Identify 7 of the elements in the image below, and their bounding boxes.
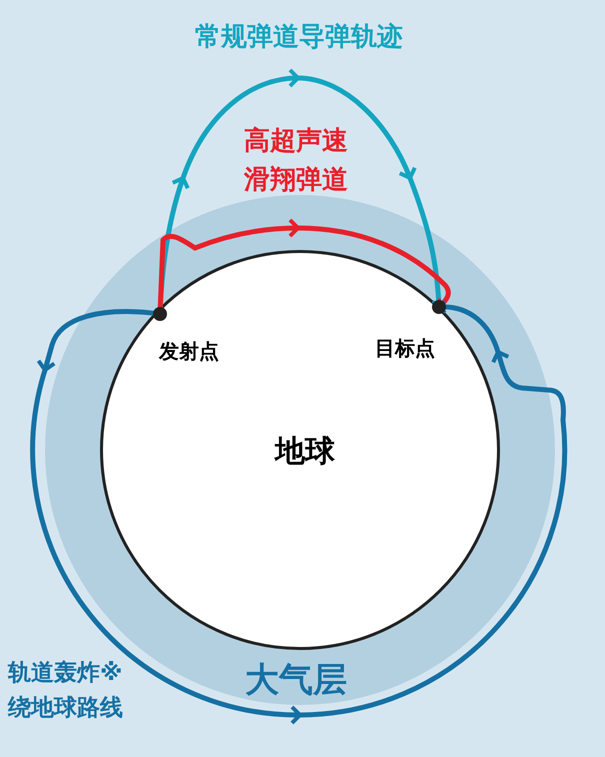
point-label: 目标点 [375, 335, 435, 362]
atmosphere-label: 大气层 [245, 659, 347, 702]
earth-label: 地球 [275, 433, 335, 471]
edge-label: 高超声速滑翔弹道 [244, 125, 349, 197]
edge-label: 常规弹道导弹轨迹 [195, 21, 404, 54]
point-label: 发射点 [159, 338, 219, 365]
edge-label: 轨道轰炸※绕地球路线 [8, 659, 124, 722]
